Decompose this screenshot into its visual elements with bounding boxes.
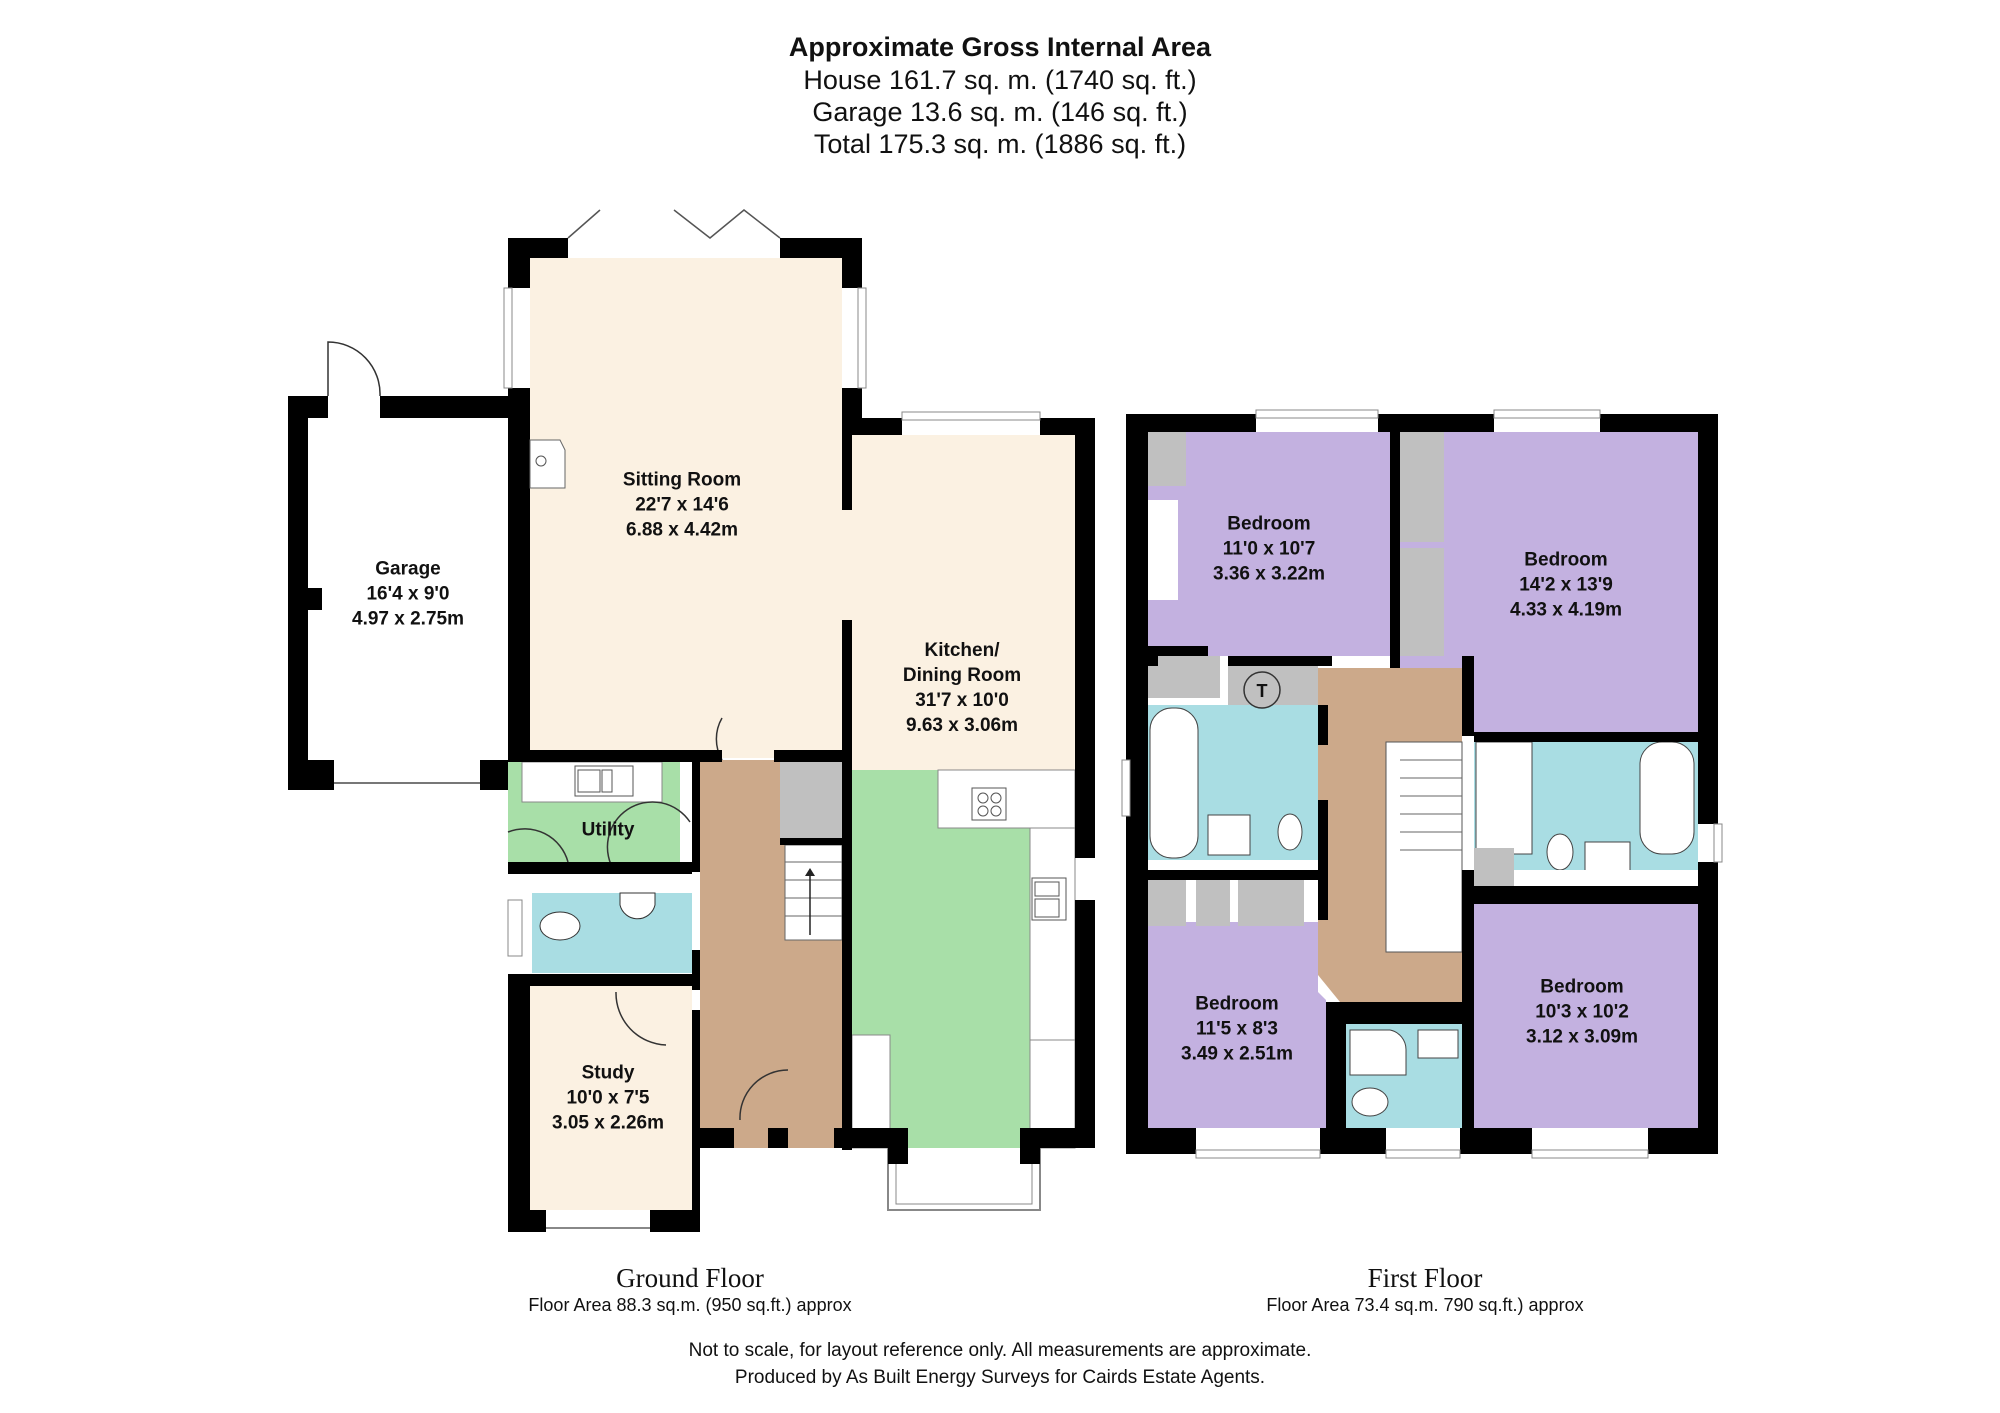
total-area: Total 175.3 sq. m. (1886 sq. ft.) <box>813 129 1187 159</box>
room-dimensions-metric: 3.05 x 2.26m <box>552 1112 664 1134</box>
room-dimensions-imperial: 14'2 x 13'9 <box>1519 574 1613 596</box>
garage <box>288 341 508 790</box>
bay-window <box>887 1148 1041 1211</box>
utility <box>507 761 691 873</box>
tank-label: T <box>1257 681 1268 701</box>
ground-floor-walls <box>508 238 1095 1232</box>
study <box>530 985 692 1229</box>
room-dimensions-metric: 4.33 x 4.19m <box>1510 599 1622 621</box>
ground-floor-name: Ground Floor <box>616 1263 764 1293</box>
room-name: Sitting Room <box>622 469 742 491</box>
room-dimensions-metric: 3.49 x 2.51m <box>1181 1043 1293 1065</box>
garage-area: Garage 13.6 sq. m. (146 sq. ft.) <box>812 97 1188 127</box>
disclaimer-line: Not to scale, for layout reference only.… <box>688 1340 1312 1361</box>
first-floor-walls <box>1126 414 1718 1154</box>
area-summary-header: Approximate Gross Internal Area House 16… <box>0 30 2000 160</box>
room-name: Bedroom <box>1540 976 1624 998</box>
first-floor-area: Floor Area 73.4 sq.m. 790 sq.ft.) approx <box>1266 1295 1584 1315</box>
first-floor-name: First Floor <box>1367 1263 1483 1293</box>
room-name: Kitchen/ <box>924 640 1000 661</box>
room-dimensions-imperial: 10'0 x 7'5 <box>566 1087 650 1109</box>
room-label-bedroom-2: Bedroom 14'2 x 13'9 4.33 x 4.19m <box>1510 548 1622 623</box>
first-floor-caption: First Floor Floor Area 73.4 sq.m. 790 sq… <box>1266 1263 1583 1317</box>
room-dimensions-imperial: 11'5 x 8'3 <box>1196 1018 1278 1040</box>
ground-floor-plan <box>288 209 1095 1232</box>
room-label-kitchen-dining: Kitchen/ Dining Room 31'7 x 10'0 9.63 x … <box>903 638 1021 738</box>
house-area: House 161.7 sq. m. (1740 sq. ft.) <box>803 65 1197 95</box>
hot-water-tank-icon <box>1243 671 1281 709</box>
room-label-utility: Utility <box>582 818 635 843</box>
room-name: Study <box>581 1062 635 1084</box>
bedroom-1 <box>1148 432 1390 656</box>
room-name: Bedroom <box>1195 993 1279 1015</box>
room-name: Utility <box>581 819 635 841</box>
producer-credit: Produced by As Built Energy Surveys for … <box>734 1367 1266 1388</box>
room-dimensions-metric: 6.88 x 4.42m <box>626 519 738 541</box>
sitting-room-windows <box>503 209 1041 489</box>
bedroom-3 <box>1148 922 1326 1128</box>
entrance-hall <box>700 717 843 1148</box>
ground-floor-area: Floor Area 88.3 sq.m. (950 sq.ft.) appro… <box>528 1295 852 1315</box>
room-dimensions-metric: 3.36 x 3.22m <box>1213 563 1325 585</box>
room-name: Dining Room <box>902 665 1022 686</box>
bedroom-4 <box>1474 904 1698 1128</box>
room-dimensions-imperial: 22'7 x 14'6 <box>635 494 729 516</box>
room-name: Garage <box>375 558 441 580</box>
room-dimensions-imperial: 10'3 x 10'2 <box>1535 1001 1629 1023</box>
room-dimensions-metric: 3.12 x 3.09m <box>1526 1026 1638 1048</box>
room-dimensions-imperial: 16'4 x 9'0 <box>366 583 450 605</box>
room-dimensions-metric: 4.97 x 2.75m <box>352 608 464 630</box>
downstairs-wc <box>507 892 692 973</box>
first-floor-windows <box>1121 409 1723 1159</box>
area-summary-title: Approximate Gross Internal Area <box>788 32 1212 62</box>
room-dimensions-imperial: 31'7 x 10'0 <box>915 690 1009 711</box>
room-label-bedroom-4: Bedroom 10'3 x 10'2 3.12 x 3.09m <box>1526 975 1638 1050</box>
room-dimensions-imperial: 11'0 x 10'7 <box>1222 538 1316 560</box>
room-name: Bedroom <box>1227 513 1311 535</box>
first-floor-plan: T <box>1121 409 1723 1159</box>
room-name: Bedroom <box>1524 549 1608 571</box>
disclaimer-footer: Not to scale, for layout reference only.… <box>0 1337 2000 1391</box>
room-label-bedroom-1: Bedroom 11'0 x 10'7 3.36 x 3.22m <box>1213 512 1325 587</box>
ground-floor-caption: Ground Floor Floor Area 88.3 sq.m. (950 … <box>528 1263 851 1317</box>
room-label-bedroom-3: Bedroom 11'5 x 8'3 3.49 x 2.51m <box>1181 992 1293 1067</box>
room-label-sitting-room: Sitting Room 22'7 x 14'6 6.88 x 4.42m <box>623 468 741 543</box>
room-label-study: Study 10'0 x 7'5 3.05 x 2.26m <box>552 1061 664 1136</box>
room-dimensions-metric: 9.63 x 3.06m <box>906 715 1018 736</box>
kitchen-dining <box>851 435 1076 1149</box>
room-label-garage: Garage 16'4 x 9'0 4.97 x 2.75m <box>352 557 464 632</box>
